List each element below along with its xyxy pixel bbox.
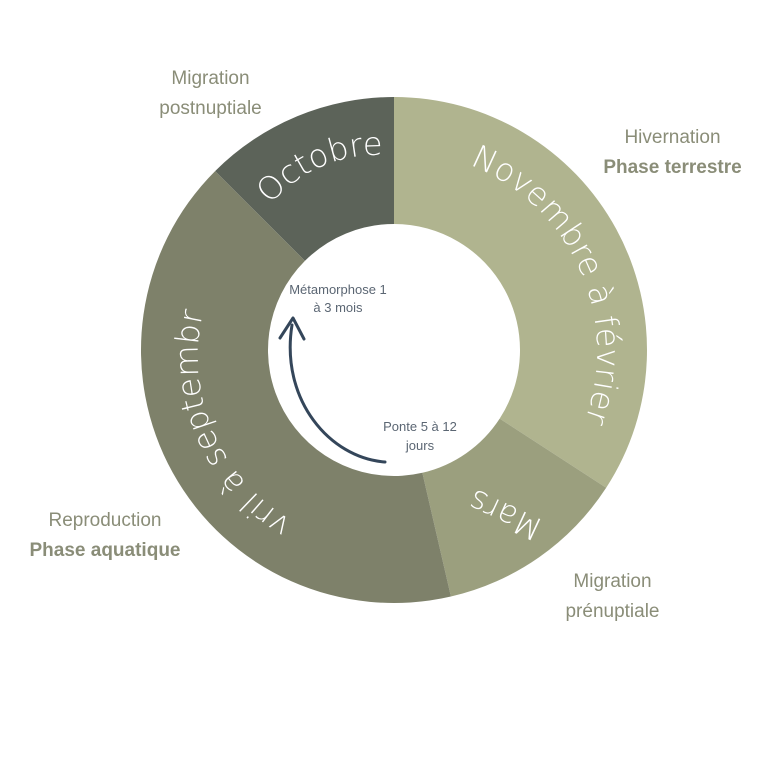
label-migration-postnuptiale: Migration postnuptiale [159,68,262,119]
label-migration-prenuptiale: Migration prénuptiale [565,571,660,622]
ponte-text: Ponte 5 à 12 [383,419,457,434]
segment-mars [422,418,607,597]
label-hivernation: Hivernation Phase terrestre [603,127,742,178]
ponte-text-2: jours [405,438,435,453]
metamorphose-text-2: à 3 mois [313,300,363,315]
segment-novembre-fevrier [394,97,647,488]
segment-avril-septembre [141,171,451,603]
metamorphose-text: Métamorphose 1 [289,282,387,297]
cycle-arrow-icon [288,323,387,464]
arrow-head-icon [278,316,306,341]
label-reproduction: Reproduction Phase aquatique [29,510,181,561]
segment-octobre [215,97,394,261]
